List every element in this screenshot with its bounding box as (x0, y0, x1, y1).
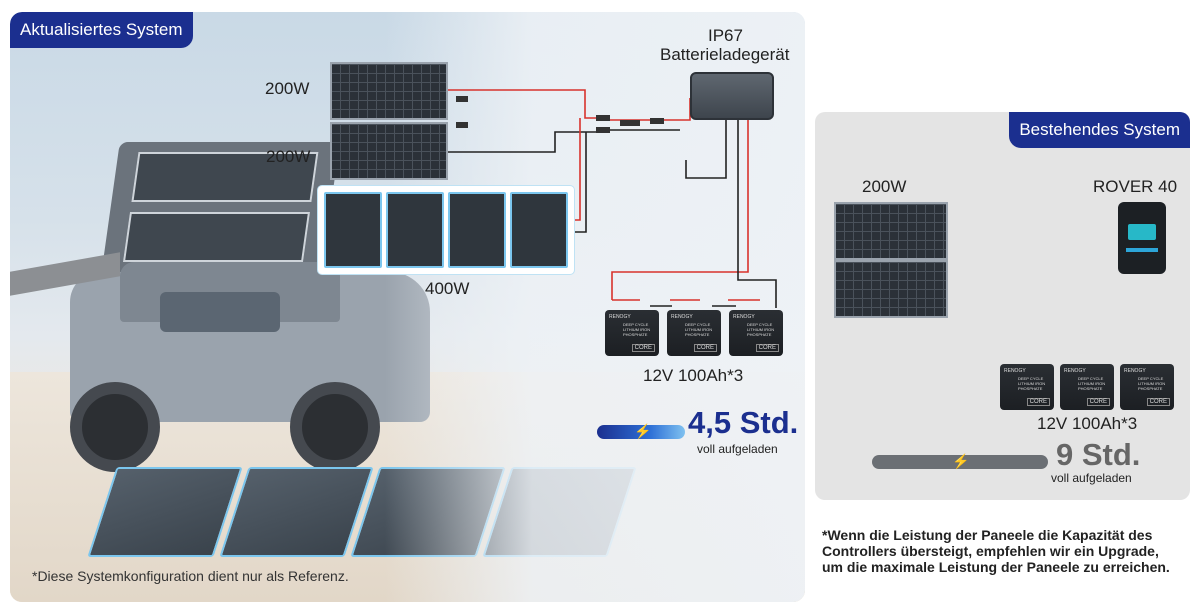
folding-panel-label: 400W (425, 279, 470, 298)
battery-text: DEEP CYCLE (747, 322, 773, 327)
reference-disclaimer: *Diese Systemkonfiguration dient nur als… (32, 568, 349, 584)
battery-text: LITHIUM IRON (747, 327, 775, 332)
battery-brand: RENOGY (1124, 368, 1146, 374)
battery-text: PHOSPHATE (623, 332, 648, 337)
battery-label: 12V 100Ah*3 (643, 366, 744, 385)
solar-panel-200w-2 (330, 122, 448, 180)
existing-battery-2: RENOGY DEEP CYCLE LITHIUM IRON PHOSPHATE… (1060, 364, 1114, 410)
battery-brand: RENOGY (1004, 368, 1026, 374)
controller-upgrade-footnote: *Wenn die Leistung der Paneele die Kapaz… (822, 527, 1170, 575)
existing-charge-time-bar (872, 455, 1048, 469)
battery-text: DEEP CYCLE (685, 322, 711, 327)
battery-2: RENOGY DEEP CYCLE LITHIUM IRON PHOSPHATE… (667, 310, 721, 356)
connector (596, 115, 610, 121)
connector (596, 127, 610, 133)
panel-1-label: 200W (265, 79, 310, 98)
lightning-icon: ⚡ (634, 423, 652, 439)
battery-text: LITHIUM IRON (623, 327, 651, 332)
battery-brand: RENOGY (671, 314, 693, 320)
vehicle-window (160, 292, 280, 332)
battery-core-label: CORE (1026, 398, 1050, 406)
charge-time-subtitle: voll aufgeladen (697, 442, 778, 456)
connector (650, 118, 664, 124)
battery-text: LITHIUM IRON (1018, 381, 1046, 386)
battery-core-label: CORE (1086, 398, 1110, 406)
battery-text: DEEP CYCLE (623, 322, 649, 327)
battery-1: RENOGY DEEP CYCLE LITHIUM IRON PHOSPHATE… (605, 310, 659, 356)
controller-indicator (1126, 248, 1158, 252)
battery-brand: RENOGY (733, 314, 755, 320)
panel-2-label: 200W (266, 147, 311, 166)
existing-charge-time-subtitle: voll aufgeladen (1051, 471, 1132, 485)
updated-system-tag: Aktualisiertes System (10, 12, 193, 48)
battery-brand: RENOGY (1064, 368, 1086, 374)
wire-positive (611, 118, 749, 300)
lightning-icon: ⚡ (952, 453, 970, 469)
controller-label-line2: Batterieladegerät (660, 45, 790, 64)
battery-text: LITHIUM IRON (1078, 381, 1106, 386)
battery-text: PHOSPHATE (1078, 386, 1103, 391)
existing-system-tag: Bestehendes System (1009, 112, 1190, 148)
battery-3: RENOGY DEEP CYCLE LITHIUM IRON PHOSPHATE… (729, 310, 783, 356)
battery-core-label: CORE (1146, 398, 1170, 406)
folding-panel-section (448, 192, 506, 268)
battery-brand: RENOGY (609, 314, 631, 320)
battery-text: LITHIUM IRON (685, 327, 713, 332)
existing-solar-panel-1 (834, 202, 948, 260)
battery-text: PHOSPHATE (747, 332, 772, 337)
battery-text: LITHIUM IRON (1138, 381, 1166, 386)
controller-screen (1128, 224, 1156, 240)
battery-text: DEEP CYCLE (1138, 376, 1164, 381)
folding-panel-section (324, 192, 382, 268)
charge-time-value: 4,5 Std. (688, 405, 799, 440)
existing-solar-panel-2 (834, 260, 948, 318)
controller-label-line1: IP67 (708, 26, 743, 45)
existing-battery-label: 12V 100Ah*3 (1037, 414, 1138, 433)
wire-negative (446, 131, 600, 153)
battery-text: PHOSPHATE (1138, 386, 1163, 391)
battery-text: DEEP CYCLE (1018, 376, 1044, 381)
wire-positive (446, 89, 600, 119)
wire-negative (685, 118, 727, 179)
mc4-connectors (456, 96, 664, 133)
existing-battery-1: RENOGY DEEP CYCLE LITHIUM IRON PHOSPHATE… (1000, 364, 1054, 410)
battery-text: PHOSPHATE (685, 332, 710, 337)
existing-controller-label: ROVER 40 (1093, 177, 1178, 196)
battery-text: DEEP CYCLE (1078, 376, 1104, 381)
wire-positive (600, 98, 691, 121)
charge-time-bar (597, 425, 685, 439)
battery-text: PHOSPHATE (1018, 386, 1043, 391)
solar-panel-200w-1 (330, 62, 448, 120)
connector (620, 120, 640, 126)
battery-core-label: CORE (693, 344, 717, 352)
battery-core-label: CORE (755, 344, 779, 352)
rover-charge-controller (1118, 202, 1166, 274)
wire-negative (568, 132, 587, 233)
ip67-battery-charger (690, 72, 774, 120)
existing-battery-3: RENOGY DEEP CYCLE LITHIUM IRON PHOSPHATE… (1120, 364, 1174, 410)
connector (456, 96, 468, 102)
folding-solar-panel-400w (318, 186, 574, 274)
folding-panel-section (386, 192, 444, 268)
existing-charge-time-value: 9 Std. (1056, 437, 1141, 472)
connector (456, 122, 468, 128)
folding-panel-section (510, 192, 568, 268)
existing-panel-label: 200W (862, 177, 907, 196)
battery-core-label: CORE (631, 344, 655, 352)
wire-negative (737, 118, 777, 308)
